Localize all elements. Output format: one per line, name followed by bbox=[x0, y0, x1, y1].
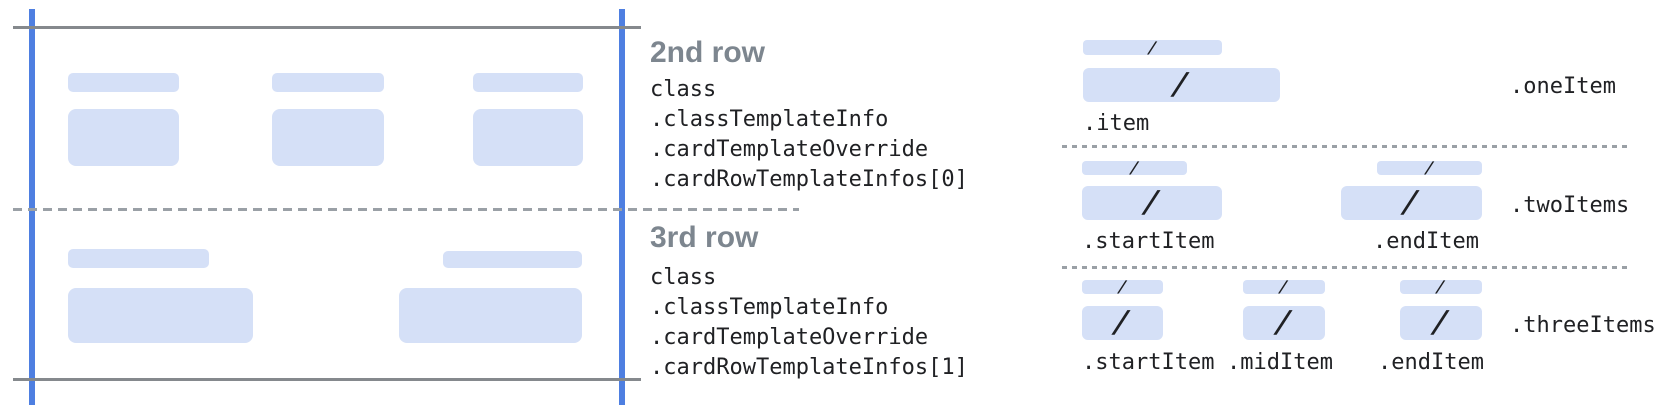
twoitems-startitem-label-chip: / bbox=[1082, 158, 1187, 177]
row2-col3-value-chip bbox=[473, 109, 583, 166]
threeitems-miditem-path-label: .midItem bbox=[1227, 350, 1333, 375]
legend-section-divider bbox=[1062, 145, 1628, 148]
threeitems-startitem-path-label: .startItem bbox=[1082, 350, 1215, 375]
label-value-slash-separator: / bbox=[1146, 37, 1159, 57]
threeitems-enditem-value-chip: / bbox=[1400, 305, 1482, 340]
twoitems-enditem-label-chip: / bbox=[1377, 158, 1482, 177]
row3-col1-value-chip bbox=[68, 288, 253, 343]
twoitems-layout-name: .twoItems bbox=[1510, 193, 1630, 218]
twoitems-startitem-value-chip: / bbox=[1082, 185, 1222, 220]
threeitems-enditem-label-chip: / bbox=[1400, 277, 1482, 296]
row2-col2-label-chip bbox=[272, 73, 384, 92]
code-path-line: class bbox=[650, 265, 717, 290]
legend-section-divider bbox=[1062, 266, 1628, 269]
label-value-slash-separator: / bbox=[1272, 305, 1296, 340]
oneitem-item-label-chip: / bbox=[1083, 37, 1222, 57]
label-value-slash-separator: / bbox=[1170, 67, 1194, 102]
twoitems-startitem-path-label: .startItem bbox=[1082, 229, 1215, 254]
row3-col1-label-chip bbox=[68, 249, 209, 268]
row3-col2-label-chip bbox=[443, 251, 582, 268]
row2-code-path: class .classTemplateInfo .cardTemplateOv… bbox=[650, 75, 968, 195]
label-value-slash-separator: / bbox=[1423, 158, 1436, 177]
label-value-slash-separator: / bbox=[1128, 158, 1141, 177]
code-path-line: .cardTemplateOverride bbox=[650, 325, 929, 350]
threeitems-startitem-value-chip: / bbox=[1082, 305, 1163, 340]
code-path-line: .classTemplateInfo bbox=[650, 295, 889, 320]
threeitems-miditem-value-chip: / bbox=[1243, 305, 1325, 340]
row2-col2-value-chip bbox=[272, 109, 384, 166]
threeitems-layout-name: .threeItems bbox=[1510, 313, 1656, 338]
card-top-edge-line bbox=[13, 26, 641, 29]
label-value-slash-separator: / bbox=[1277, 277, 1291, 296]
oneitem-layout-name: .oneItem bbox=[1510, 74, 1616, 99]
row2-col1-label-chip bbox=[68, 73, 179, 92]
row2-col1-value-chip bbox=[68, 109, 179, 166]
threeitems-enditem-path-label: .endItem bbox=[1378, 350, 1484, 375]
code-path-line: .cardRowTemplateInfos[1] bbox=[650, 355, 968, 380]
code-path-line: class bbox=[650, 77, 717, 102]
card-left-guide-line bbox=[29, 9, 35, 405]
label-value-slash-separator: / bbox=[1116, 277, 1129, 296]
code-path-line: .classTemplateInfo bbox=[650, 107, 889, 132]
twoitems-enditem-path-label: .endItem bbox=[1373, 229, 1479, 254]
row2-title: 2nd row bbox=[650, 36, 766, 69]
row3-code-path: class .classTemplateInfo .cardTemplateOv… bbox=[650, 263, 968, 383]
card-bottom-edge-line bbox=[13, 378, 641, 381]
row3-col2-value-chip bbox=[399, 288, 582, 343]
card-row-divider-dashed-line bbox=[13, 208, 799, 211]
code-path-line: .cardRowTemplateInfos[0] bbox=[650, 167, 968, 192]
threeitems-startitem-label-chip: / bbox=[1082, 277, 1163, 296]
label-value-slash-separator: / bbox=[1429, 305, 1453, 340]
row3-title: 3rd row bbox=[650, 221, 759, 254]
row2-col3-label-chip bbox=[473, 73, 583, 92]
label-value-slash-separator: / bbox=[1140, 185, 1164, 220]
label-value-slash-separator: / bbox=[1111, 305, 1135, 340]
code-path-line: .cardTemplateOverride bbox=[650, 137, 929, 162]
threeitems-miditem-label-chip: / bbox=[1243, 277, 1325, 296]
oneitem-item-path-label: .item bbox=[1083, 111, 1150, 136]
oneitem-item-value-chip: / bbox=[1083, 67, 1280, 102]
card-right-guide-line bbox=[619, 9, 625, 405]
label-value-slash-separator: / bbox=[1400, 185, 1424, 220]
label-value-slash-separator: / bbox=[1434, 277, 1448, 296]
twoitems-enditem-value-chip: / bbox=[1341, 185, 1482, 220]
